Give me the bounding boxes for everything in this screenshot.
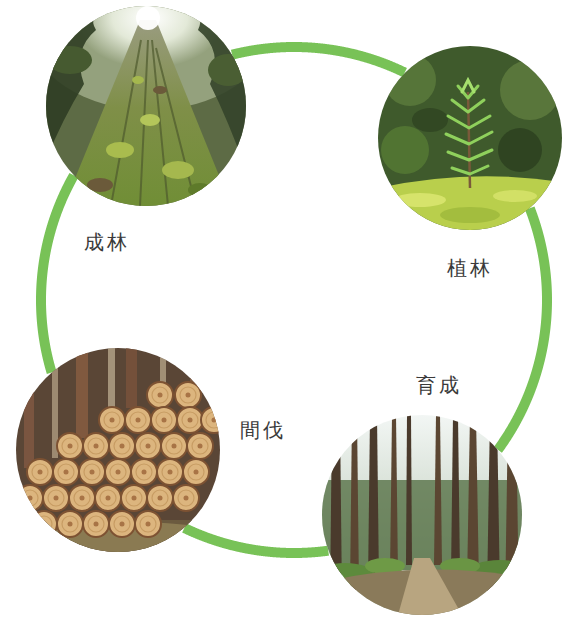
mature-forest-photo — [106, 142, 134, 158]
growing-forest-photo — [315, 415, 532, 615]
thinning-photo — [83, 511, 109, 537]
thinning-photo — [201, 407, 227, 433]
thinning-photo — [83, 433, 109, 459]
planting-photo — [440, 207, 500, 223]
thinning-photo — [135, 433, 161, 459]
planting-photo — [500, 60, 560, 120]
mature-forest-photo — [30, 0, 270, 215]
growing-forest-photo — [434, 415, 442, 565]
thinning-photo — [76, 348, 88, 438]
mature-forest-photo — [87, 178, 113, 192]
thinning-photo — [57, 511, 83, 537]
thinning-photo — [109, 433, 135, 459]
growing-forest-photo — [505, 415, 519, 605]
planting-photo — [498, 128, 542, 172]
thinning-photo — [173, 485, 199, 511]
mature-forest-photo — [153, 86, 167, 94]
thinning-photo — [177, 407, 203, 433]
planting-photo — [381, 126, 429, 174]
planting-photo — [446, 86, 492, 174]
thinning-photo — [16, 348, 220, 552]
thinning-photo — [157, 459, 183, 485]
thinning-photo — [135, 511, 161, 537]
mature-forest-photo — [48, 46, 92, 74]
planting-photo — [384, 54, 436, 106]
thinning-photo — [99, 407, 125, 433]
mature-forest-photo — [188, 183, 212, 197]
photo-circle: 植林 — [378, 46, 562, 230]
thinning-photo — [183, 459, 209, 485]
thinning-photo — [147, 485, 173, 511]
cycle-arc — [184, 528, 328, 553]
thinning-photo — [57, 433, 83, 459]
mature-forest-photo — [140, 114, 160, 126]
thinning-photo — [126, 348, 137, 408]
thinning-photo — [161, 433, 187, 459]
stage-label: 植林 — [447, 256, 493, 280]
thinning-photo — [17, 485, 43, 511]
growing-forest-photo — [322, 415, 522, 615]
growing-forest-photo — [406, 415, 412, 565]
growing-forest-photo — [398, 558, 462, 615]
thinning-photo — [16, 348, 227, 552]
photo-circle: 成林 — [46, 6, 246, 206]
thinning-photo — [27, 459, 53, 485]
photo-circle: 間伐 — [16, 348, 220, 552]
thinning-photo — [151, 407, 177, 433]
stage-label: 間伐 — [240, 418, 286, 442]
mature-forest-photo — [208, 54, 248, 86]
planting-photo — [378, 46, 562, 232]
growing-forest-photo — [390, 415, 398, 575]
stage-label: 育成 — [416, 373, 462, 397]
growing-forest-photo — [451, 415, 460, 575]
thinning-photo — [105, 459, 131, 485]
stage-label: 成林 — [84, 230, 130, 254]
planting-photo — [394, 193, 446, 207]
planting-photo — [412, 108, 448, 132]
thinning-photo — [53, 459, 79, 485]
thinning-photo — [109, 511, 135, 537]
mature-forest-photo — [112, 40, 196, 206]
mature-forest-photo — [162, 161, 194, 179]
thinning-photo — [147, 382, 173, 408]
thinning-photo — [125, 407, 151, 433]
thinning-photo — [79, 459, 105, 485]
mature-forest-photo — [132, 76, 144, 84]
mature-forest-photo — [136, 6, 160, 30]
planting-photo — [493, 190, 537, 202]
thinning-photo — [69, 485, 95, 511]
thinning-photo — [187, 433, 213, 459]
cycle-arc — [41, 175, 74, 372]
thinning-photo — [31, 511, 57, 537]
thinning-photo — [121, 485, 147, 511]
thinning-photo — [95, 485, 121, 511]
cycle-arc — [232, 47, 405, 73]
cycle-arc — [498, 208, 547, 450]
photo-circle: 育成 — [322, 415, 522, 615]
mature-forest-photo — [60, 20, 235, 215]
thinning-photo — [43, 485, 69, 511]
planting-photo — [462, 80, 474, 92]
thinning-photo — [175, 382, 201, 408]
thinning-photo — [131, 459, 157, 485]
thinning-photo — [24, 348, 34, 468]
